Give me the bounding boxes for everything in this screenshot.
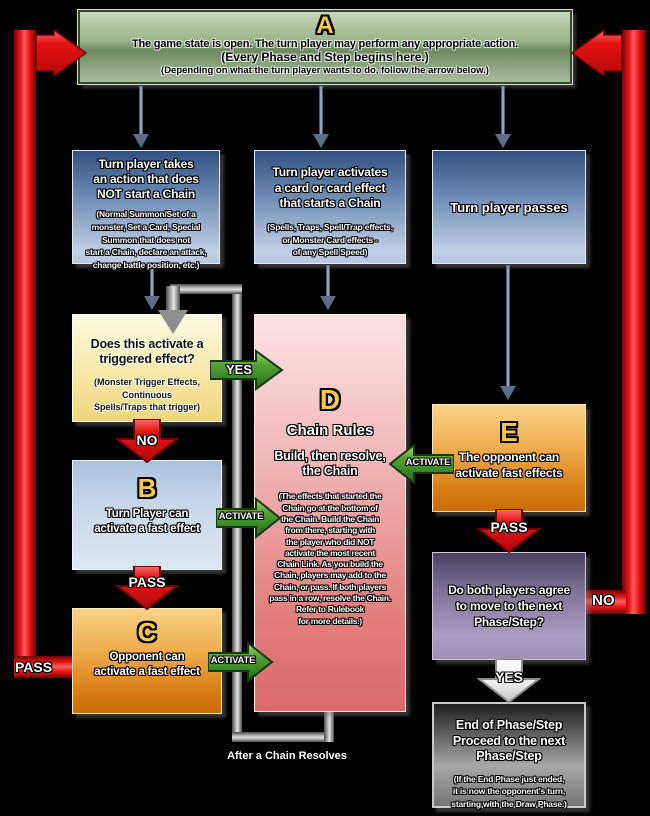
node-d-title: Chain Rules bbox=[286, 422, 374, 440]
node-c-title: Opponent can activate a fast effect bbox=[94, 651, 200, 679]
node-trigger-sub: (Monster Trigger Effects, Continuous Spe… bbox=[93, 377, 201, 413]
pass-arrow-e-to-agree-label: PASS bbox=[490, 519, 528, 535]
activate-arrow-e-to-d: ACTIVATE bbox=[388, 443, 454, 485]
node-agree-next-phase: Do both players agree to move to the nex… bbox=[432, 552, 586, 660]
chain-resolve-pipe-top bbox=[170, 284, 242, 294]
activate-arrow-c-to-d: ACTIVATE bbox=[208, 641, 274, 683]
after-chain-resolves-label: After a Chain Resolves bbox=[227, 750, 347, 762]
node-a-line2: (Every Phase and Step begins here.) bbox=[221, 50, 429, 65]
yes-arrow-trigger-to-d: YES bbox=[210, 349, 284, 391]
arrow-a-to-passes bbox=[501, 86, 505, 136]
node-agree-title: Do both players agree to move to the nex… bbox=[448, 582, 570, 630]
node-b-letter: B bbox=[137, 473, 157, 503]
node-e-title: The opponent can activate fast effects bbox=[455, 450, 563, 480]
node-trigger-title: Does this activate a triggered effect? bbox=[90, 337, 204, 366]
arrow-startchain-to-d bbox=[326, 265, 330, 298]
activate-arrow-e-label: ACTIVATE bbox=[405, 457, 451, 468]
node-a-line1: The game state is open. The turn player … bbox=[132, 38, 518, 51]
node-a-letter: A bbox=[316, 12, 334, 39]
chain-resolve-arrowhead-icon bbox=[158, 310, 188, 334]
node-d-letter: D bbox=[319, 384, 341, 415]
arrow-a-to-startchain-head-icon bbox=[313, 134, 329, 148]
arrow-passes-to-e bbox=[506, 265, 510, 388]
node-b-turn-player-fast-effect: B Turn Player can activate a fast effect bbox=[72, 460, 222, 570]
no-label-right-pipe: NO bbox=[592, 592, 615, 609]
node-c-letter: C bbox=[137, 617, 157, 647]
activate-arrow-b-label: ACTIVATE bbox=[218, 511, 264, 522]
activate-arrow-b-to-d: ACTIVATE bbox=[216, 497, 282, 539]
chain-resolve-pipe-bottom bbox=[232, 732, 334, 742]
red-return-pipe-right bbox=[622, 30, 646, 614]
red-arrowhead-into-a-left-icon bbox=[36, 30, 88, 76]
node-action-no-chain: Turn player takes an action that does NO… bbox=[72, 150, 220, 270]
node-activates-chain: Turn player activates a card or card eff… bbox=[254, 150, 406, 264]
no-arrow-trigger-to-b: NO bbox=[115, 419, 179, 463]
red-return-pipe-left-bottom bbox=[14, 656, 76, 678]
arrow-passes-to-e-head-icon bbox=[500, 386, 516, 400]
node-d-chain-rules: D Chain Rules Build, then resolve, the C… bbox=[254, 314, 406, 712]
arrow-a-to-nochain bbox=[139, 86, 143, 136]
arrow-nochain-to-trigger-head-icon bbox=[144, 296, 160, 310]
arrow-startchain-to-d-head-icon bbox=[320, 296, 336, 310]
pass-label-left-pipe: PASS bbox=[15, 659, 53, 675]
chain-resolve-pipe-stub bbox=[166, 286, 180, 312]
node-b-title: Turn Player can activate a fast effect bbox=[94, 508, 200, 536]
node-d-subtitle: Build, then resolve, the Chain bbox=[274, 449, 386, 479]
node-turn-player-passes-title: Turn player passes bbox=[450, 199, 568, 215]
node-activates-chain-title: Turn player activates a card or card eff… bbox=[272, 165, 388, 211]
node-trigger-question: Does this activate a triggered effect? (… bbox=[72, 314, 222, 422]
node-action-no-chain-title: Turn player takes an action that does NO… bbox=[93, 157, 199, 201]
arrow-a-to-passes-head-icon bbox=[495, 134, 511, 148]
arrow-nochain-to-trigger bbox=[150, 265, 154, 298]
pass-arrow-b-to-c: PASS bbox=[115, 566, 179, 610]
yes-arrow-agree-to-end: YES bbox=[477, 659, 541, 703]
arrow-a-to-nochain-head-icon bbox=[133, 134, 149, 148]
pass-arrow-e-to-agree: PASS bbox=[477, 509, 541, 553]
pass-arrow-b-to-c-label: PASS bbox=[128, 574, 166, 590]
arrow-a-to-startchain bbox=[319, 86, 323, 136]
red-arrowhead-into-a-right-icon bbox=[564, 30, 622, 76]
node-end-of-phase: End of Phase/Step Proceed to the next Ph… bbox=[432, 702, 586, 809]
node-activates-chain-sub: (Spells, Traps, Spell/Trap effects, or M… bbox=[267, 221, 393, 258]
red-return-pipe-right-no bbox=[586, 590, 626, 614]
red-return-pipe-left bbox=[14, 30, 36, 678]
node-end-title: End of Phase/Step Proceed to the next Ph… bbox=[452, 718, 566, 764]
node-action-no-chain-sub: (Normal Summon/Set of a monster, Set a C… bbox=[85, 209, 207, 270]
yes-arrow-agree-label: YES bbox=[494, 669, 523, 685]
activate-arrow-c-label: ACTIVATE bbox=[210, 655, 256, 666]
yes-arrow-trigger-label: YES bbox=[225, 362, 252, 377]
node-a-open-game-state: A The game state is open. The turn playe… bbox=[77, 9, 573, 85]
chain-resolve-pipe-from-d bbox=[324, 712, 334, 742]
node-end-sub: (If the End Phase just ended, it is now … bbox=[451, 773, 567, 809]
node-e-letter: E bbox=[500, 417, 518, 447]
node-d-body: (The effects that started the Chain go a… bbox=[269, 491, 391, 626]
no-arrow-label: NO bbox=[136, 432, 158, 448]
node-turn-player-passes: Turn player passes bbox=[432, 150, 586, 264]
node-a-line3: (Depending on what the turn player wants… bbox=[161, 65, 489, 77]
node-e-opponent-fast-effects: E The opponent can activate fast effects bbox=[432, 404, 586, 512]
